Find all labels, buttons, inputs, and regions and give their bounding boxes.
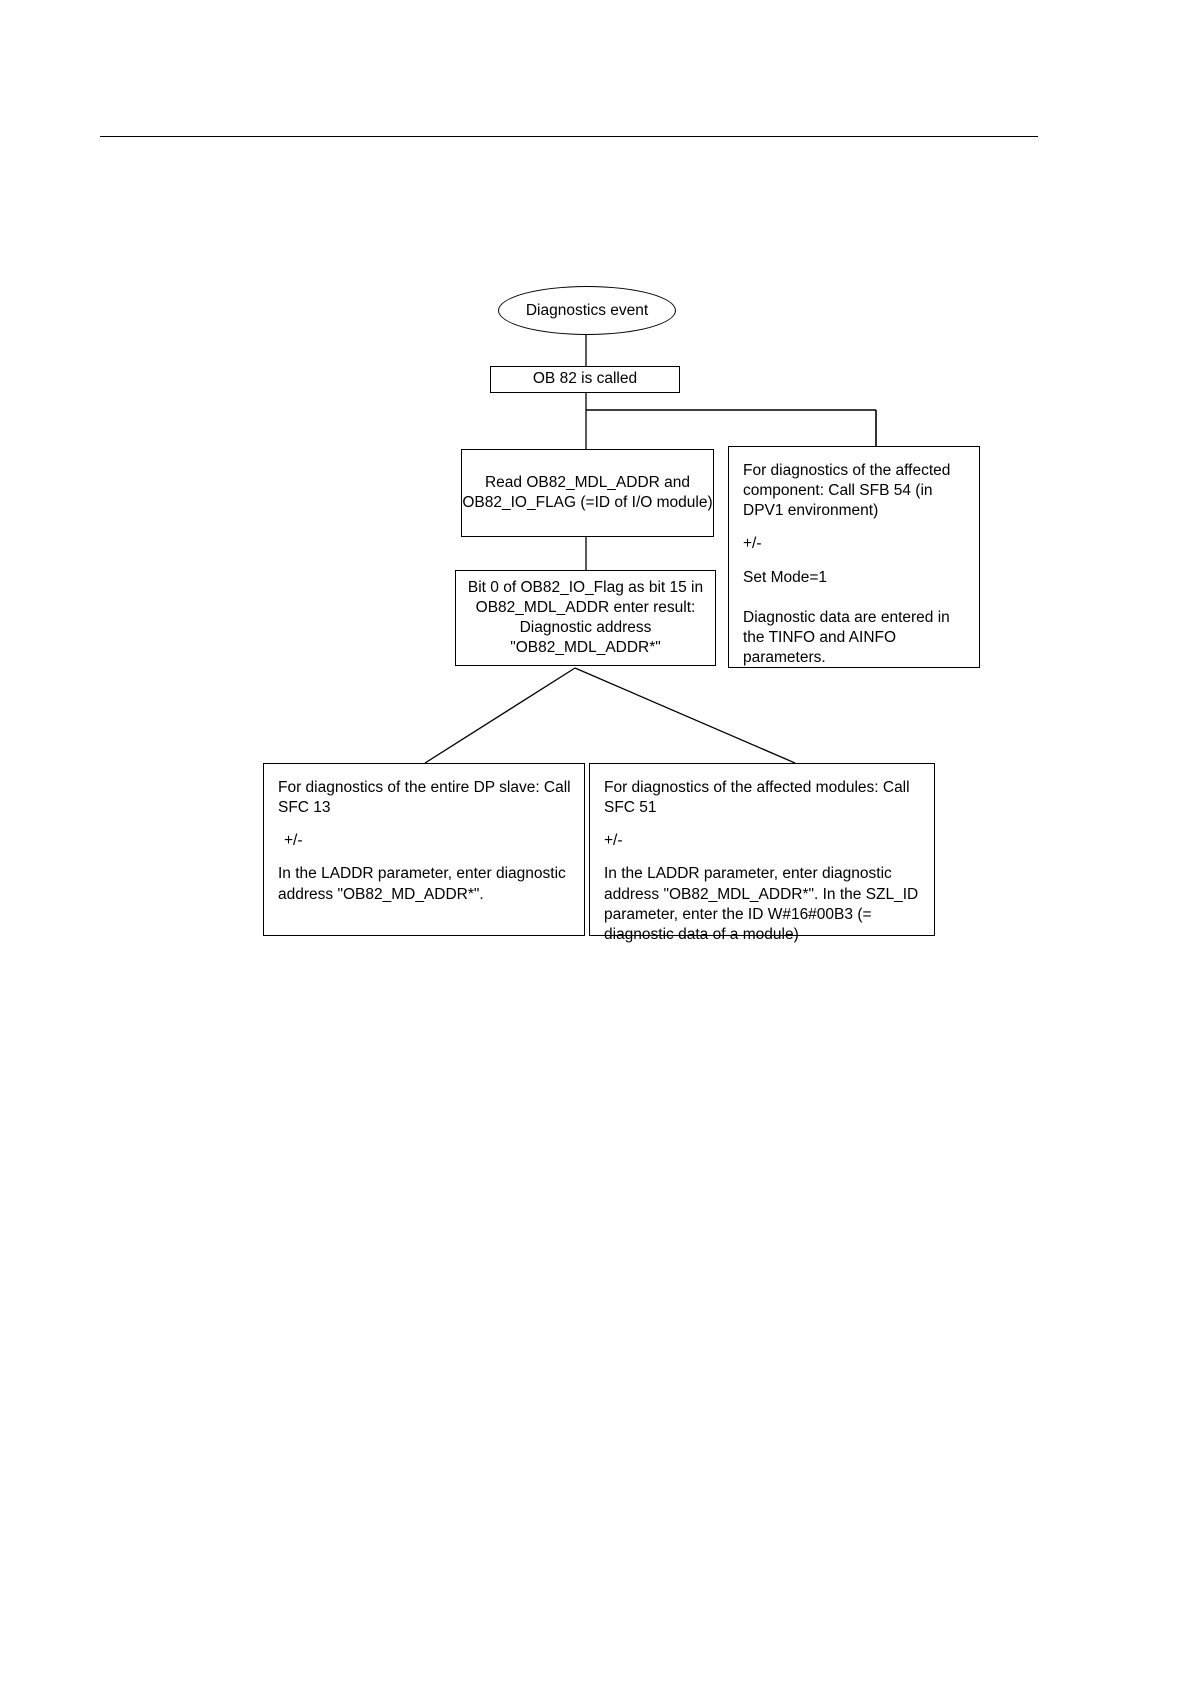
edge-bit0-to-sfc13: [424, 667, 576, 764]
node-diagnostics-event: Diagnostics event: [498, 286, 676, 335]
node-diagnostics-event-label: Diagnostics event: [525, 301, 649, 319]
node-sfc13-para2: +/-: [284, 832, 303, 850]
node-bit0-result-line3: Diagnostic address: [519, 619, 652, 636]
node-sfc51-para1: For diagnostics of the affected modules:…: [604, 779, 910, 817]
node-bit0-result: Bit 0 of OB82_IO_Flag as bit 15 in OB82_…: [455, 570, 716, 666]
node-sfc51-para3: In the LADDR parameter, enter diagnostic…: [604, 865, 919, 943]
node-sfc13-para3: In the LADDR parameter, enter diagnostic…: [278, 865, 566, 903]
node-sfc51-para2: +/-: [604, 832, 623, 850]
node-sfc13-dp-slave: For diagnostics of the entire DP slave: …: [263, 763, 585, 936]
node-bit0-result-line4: "OB82_MDL_ADDR*": [510, 639, 661, 657]
node-ob82-is-called: OB 82 is called: [490, 366, 680, 393]
node-read-mdl-addr-line2: OB82_IO_FLAG (=ID of I/O module): [462, 494, 713, 511]
node-sfb54-para1: For diagnostics of the affected componen…: [743, 462, 951, 520]
node-read-mdl-addr: Read OB82_MDL_ADDR and OB82_IO_FLAG (=ID…: [461, 449, 714, 537]
node-sfb54-diagnostics: For diagnostics of the affected componen…: [728, 446, 980, 668]
node-sfc13-para1: For diagnostics of the entire DP slave: …: [278, 779, 571, 817]
node-read-mdl-addr-line1: Read OB82_MDL_ADDR and: [484, 473, 691, 491]
edge-bit0-to-sfc51: [574, 667, 796, 764]
node-ob82-is-called-label: OB 82 is called: [532, 370, 638, 388]
node-sfb54-para4: Diagnostic data are entered in the TINFO…: [743, 608, 950, 666]
node-sfc51-affected-modules: For diagnostics of the affected modules:…: [589, 763, 935, 943]
header-divider-rule: [100, 136, 1038, 137]
node-sfb54-para3: Set Mode=1: [743, 568, 828, 586]
node-bit0-result-line1: Bit 0 of OB82_IO_Flag as bit 15 in: [467, 578, 704, 596]
node-sfb54-para2: +/-: [743, 535, 762, 553]
node-bit0-result-line2: OB82_MDL_ADDR enter result:: [475, 598, 696, 616]
